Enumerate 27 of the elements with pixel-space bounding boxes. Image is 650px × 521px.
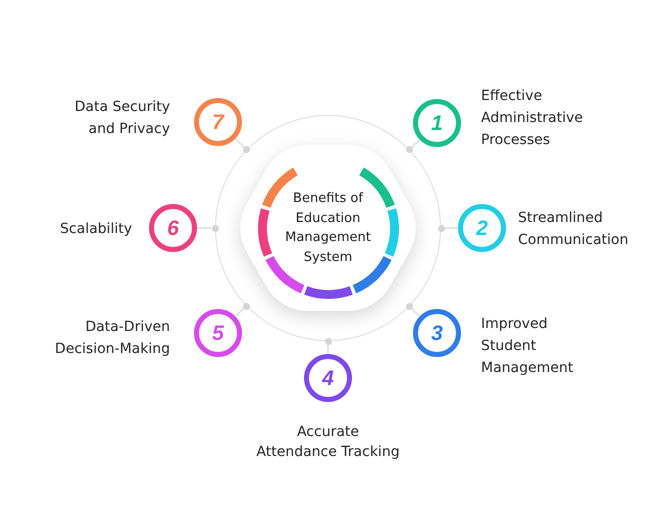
number-circle <box>149 204 197 252</box>
number-circle <box>413 99 461 147</box>
benefit-label: Improved Student Management <box>481 315 574 378</box>
connector-line <box>327 344 329 354</box>
connector-line <box>197 227 212 229</box>
number-circle <box>194 309 242 357</box>
step-number: 1 <box>431 112 443 134</box>
benefit-label: Data Security and Privacy <box>74 98 170 139</box>
step-number: 3 <box>431 322 443 344</box>
step-number: 7 <box>212 112 224 132</box>
junction-dot <box>212 224 218 232</box>
connector-line <box>444 227 458 229</box>
number-circle <box>413 309 461 357</box>
benefit-label: Streamlined Communication <box>518 209 628 250</box>
junction-dot <box>438 224 444 232</box>
number-circle <box>458 204 506 252</box>
number-circle <box>194 98 242 146</box>
benefit-label: Data-Driven Decision-Making <box>54 318 170 359</box>
step-number: 6 <box>167 218 179 238</box>
number-circle <box>304 354 352 402</box>
benefit-label: Scalability <box>60 220 132 239</box>
step-number: 5 <box>212 322 224 344</box>
benefit-label: Effective Administrative Processes <box>481 87 583 150</box>
step-number: 4 <box>322 368 334 388</box>
junction-dot <box>324 338 332 344</box>
benefit-label: Accurate Attendance Tracking <box>256 423 400 462</box>
step-number: 2 <box>476 218 488 238</box>
